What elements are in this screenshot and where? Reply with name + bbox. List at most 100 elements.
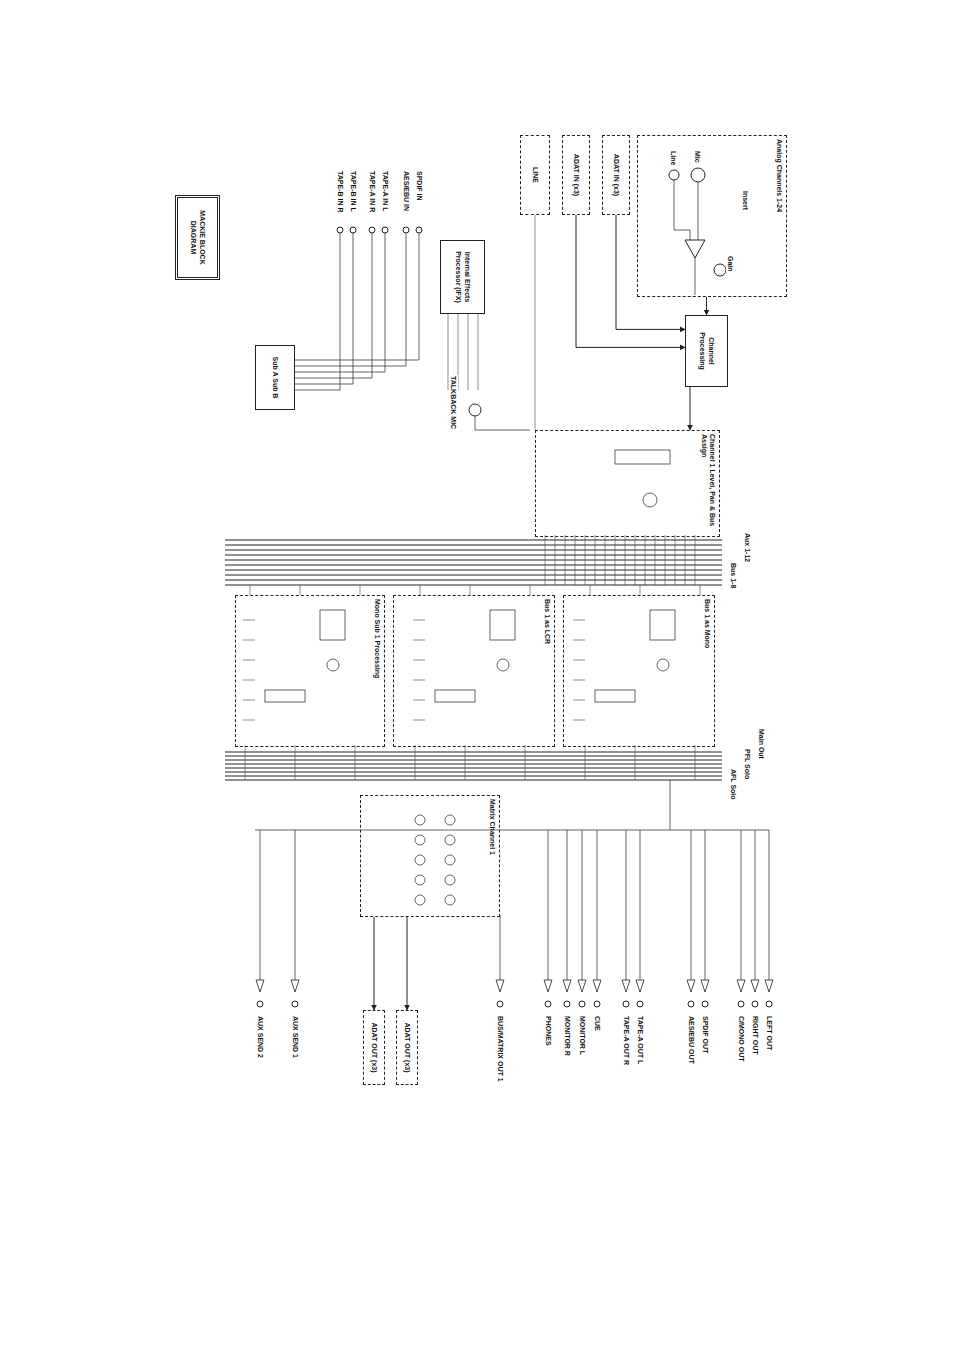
- output-box: ADAT OUT (x3): [363, 1010, 385, 1085]
- bus-line: [225, 550, 722, 551]
- output-jack: [545, 1001, 551, 1007]
- output-jack: [564, 1001, 570, 1007]
- bus-line: [225, 575, 722, 576]
- input-box: ADAT IN (x3): [562, 135, 590, 215]
- node-text: LINE: [531, 167, 539, 183]
- effects-box: Internal Effects Processor (IFX): [440, 240, 485, 314]
- output-wire: [741, 830, 742, 980]
- knob-symbol: [445, 835, 455, 845]
- switch-symbol: [243, 640, 255, 641]
- bus-line: [225, 580, 722, 581]
- switch-symbol: [243, 620, 255, 621]
- node-text: Mono Sub 1 Processing: [373, 599, 381, 743]
- input-name: AES/EBU IN: [402, 170, 411, 212]
- port-name: Insert: [741, 190, 750, 211]
- output-name: SPDIF OUT: [701, 1015, 710, 1054]
- output-box: ADAT OUT (x3): [396, 1010, 418, 1085]
- amp-symbol: [765, 980, 773, 992]
- knob-symbol: [445, 815, 455, 825]
- switch-symbol: [413, 640, 425, 641]
- gain-knob: [714, 264, 726, 276]
- input-name: TAPE-A IN L: [381, 170, 390, 212]
- return-wire: [478, 312, 479, 390]
- bus-feed: [565, 535, 566, 585]
- switch-symbol: [573, 620, 585, 621]
- bus-feed: [605, 535, 606, 585]
- output-wire: [626, 830, 627, 980]
- output-name: MONITOR R: [563, 1015, 572, 1057]
- knob-symbol: [497, 659, 509, 671]
- bus-feed: [645, 535, 646, 585]
- bus-tap: [360, 585, 361, 595]
- xlr-jack: [691, 168, 705, 182]
- output-wire: [567, 830, 568, 980]
- output-jack: [637, 1001, 643, 1007]
- channel-strip-box: Channel 1 Level, Pan & Bus Assign: [535, 430, 720, 537]
- matrix-box: Matrix Channel 1: [360, 795, 500, 917]
- input-name: Line: [669, 150, 678, 166]
- knob-symbol: [657, 659, 669, 671]
- output-jack: [579, 1001, 585, 1007]
- bus-tap: [250, 585, 251, 595]
- eq-block: [650, 610, 675, 640]
- output-name: C/MONO OUT: [737, 1015, 746, 1063]
- output-name: PHONES: [544, 1015, 553, 1047]
- input-box: ADAT IN (x3): [602, 135, 630, 215]
- bus-feed: [595, 535, 596, 585]
- node-text: ADAT OUT (x3): [370, 1022, 378, 1072]
- output-wire: [670, 780, 671, 830]
- signal-connector: [374, 917, 375, 1010]
- bus-tap: [415, 745, 416, 780]
- output-jack: [292, 1001, 298, 1007]
- output-name: AES/EBU OUT: [687, 1015, 696, 1065]
- input-jack: [382, 227, 388, 233]
- amp-symbol: [563, 980, 571, 992]
- knob-symbol: [415, 835, 425, 845]
- bus-name: PFL Solo: [743, 748, 752, 780]
- switch-symbol: [413, 660, 425, 661]
- output-wire: [769, 830, 770, 980]
- bus-feed: [555, 535, 556, 585]
- fader-symbol: [615, 450, 670, 464]
- wire: [295, 384, 353, 385]
- switch-symbol: [573, 700, 585, 701]
- bus-line: [225, 555, 722, 556]
- wire: [353, 233, 354, 384]
- bus-line: [225, 780, 722, 781]
- wire: [385, 233, 386, 372]
- amp-symbol: [687, 980, 695, 992]
- output-jack: [738, 1001, 744, 1007]
- diagram-stage: Analog Channels 1-24ADAT IN (x3)ADAT IN …: [130, 130, 790, 1100]
- output-name: AUX SEND 2: [256, 1015, 265, 1059]
- node-text: ADAT IN (x3): [612, 154, 620, 196]
- switch-symbol: [243, 700, 255, 701]
- amp-symbol: [701, 980, 709, 992]
- bus-feed: [545, 535, 546, 585]
- signal-connector: [690, 387, 691, 430]
- bus-section: Bus 1 as LCR: [393, 595, 555, 747]
- wire: [295, 390, 340, 391]
- amp-symbol: [291, 980, 299, 992]
- bus-line: [225, 585, 722, 586]
- wire: [340, 233, 341, 390]
- knob-symbol: [445, 875, 455, 885]
- bus-tap: [300, 585, 301, 595]
- bus-tap: [695, 745, 696, 780]
- output-wire: [755, 830, 756, 980]
- bus-feed: [665, 535, 666, 585]
- output-name: AUX SEND 1: [291, 1015, 300, 1059]
- output-jack: [688, 1001, 694, 1007]
- node-text: Bus 1 as LCR: [543, 599, 551, 743]
- bus-feed: [625, 535, 626, 585]
- wire: [475, 416, 530, 430]
- node-text: Channel 1 Level, Pan & Bus Assign: [699, 434, 716, 533]
- output-name: BUS/MATRIX OUT 1: [496, 1015, 505, 1083]
- output-wire: [260, 830, 261, 980]
- return-wire: [468, 312, 469, 390]
- bus-line: [225, 560, 722, 561]
- subgroup-box: Sub A Sub B: [255, 345, 295, 410]
- signal-connector: [616, 215, 685, 329]
- switch-symbol: [413, 720, 425, 721]
- knob-symbol: [327, 659, 339, 671]
- fader-symbol: [595, 690, 635, 702]
